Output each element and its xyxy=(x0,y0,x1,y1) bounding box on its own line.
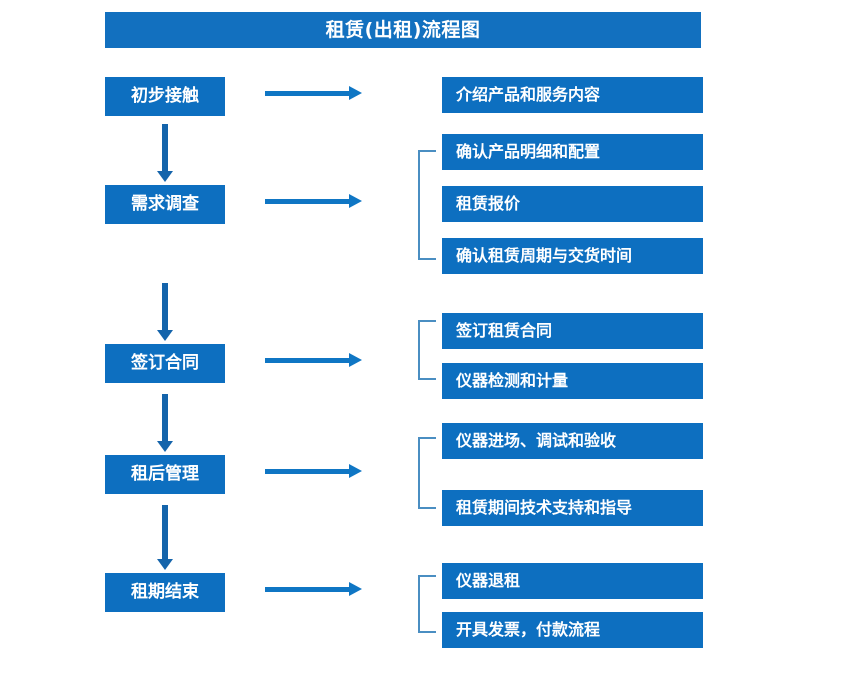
arrow-head-down-icon xyxy=(157,330,173,341)
arrow-shaft xyxy=(162,283,168,330)
detail-label: 租赁报价 xyxy=(456,194,521,213)
bracket-spine xyxy=(418,575,420,633)
connector-arrow-down-4 xyxy=(157,505,173,570)
page-title: 租赁(出租)流程图 xyxy=(325,18,481,41)
arrow-shaft xyxy=(265,91,350,96)
detail-box-instrument-return[interactable]: 仪器退租 xyxy=(442,563,703,599)
arrow-shaft xyxy=(265,358,350,363)
stage-arrow-right-4 xyxy=(265,463,362,479)
bracket-spine xyxy=(418,320,420,380)
detail-box-instrument-entry-commissioning[interactable]: 仪器进场、调试和验收 xyxy=(442,423,703,459)
bracket-tick-bottom xyxy=(418,631,436,633)
stage-arrow-right-1 xyxy=(265,85,362,101)
arrow-shaft xyxy=(162,124,168,171)
arrow-head-right-icon xyxy=(349,194,362,208)
connector-arrow-down-1 xyxy=(157,124,173,182)
stage-box-requirement-survey[interactable]: 需求调查 xyxy=(105,185,225,224)
arrow-head-right-icon xyxy=(349,582,362,596)
detail-label: 租赁期间技术支持和指导 xyxy=(456,498,633,517)
connector-arrow-down-2 xyxy=(157,283,173,341)
detail-box-technical-support[interactable]: 租赁期间技术支持和指导 xyxy=(442,490,703,526)
bracket-tick-top xyxy=(418,150,436,152)
bracket-spine xyxy=(418,150,420,260)
detail-box-instrument-inspection[interactable]: 仪器检测和计量 xyxy=(442,363,703,399)
stage-label: 初步接触 xyxy=(131,86,199,106)
arrow-head-right-icon xyxy=(349,353,362,367)
stage-arrow-right-5 xyxy=(265,581,362,597)
arrow-shaft xyxy=(162,505,168,559)
bracket-spine xyxy=(418,437,420,509)
arrow-head-down-icon xyxy=(157,441,173,452)
detail-box-rental-quotation[interactable]: 租赁报价 xyxy=(442,186,703,222)
detail-label: 仪器检测和计量 xyxy=(456,371,569,390)
detail-box-confirm-product-details[interactable]: 确认产品明细和配置 xyxy=(442,134,703,170)
stage-label: 租期结束 xyxy=(131,582,199,602)
detail-label: 确认产品明细和配置 xyxy=(456,142,601,161)
stage-arrow-right-3 xyxy=(265,352,362,368)
arrow-head-right-icon xyxy=(349,464,362,478)
stage-label: 签订合同 xyxy=(131,353,199,373)
stage-label: 需求调查 xyxy=(131,194,199,214)
detail-label: 开具发票，付款流程 xyxy=(456,620,601,639)
detail-box-sign-rental-contract[interactable]: 签订租赁合同 xyxy=(442,313,703,349)
detail-label: 签订租赁合同 xyxy=(456,321,553,340)
stage-box-initial-contact[interactable]: 初步接触 xyxy=(105,77,225,116)
stage-box-sign-contract[interactable]: 签订合同 xyxy=(105,344,225,383)
group-bracket-sign-contract xyxy=(418,320,440,380)
detail-label: 确认租赁周期与交货时间 xyxy=(456,246,633,265)
detail-box-intro-products-services[interactable]: 介绍产品和服务内容 xyxy=(442,77,703,113)
detail-label: 介绍产品和服务内容 xyxy=(456,85,601,104)
bracket-tick-top xyxy=(418,320,436,322)
bracket-tick-bottom xyxy=(418,507,436,509)
stage-box-post-rental-management[interactable]: 租后管理 xyxy=(105,455,225,494)
arrow-head-down-icon xyxy=(157,559,173,570)
stage-box-rental-end[interactable]: 租期结束 xyxy=(105,573,225,612)
arrow-head-right-icon xyxy=(349,86,362,100)
bracket-tick-bottom xyxy=(418,378,436,380)
chart-title-bar: 租赁(出租)流程图 xyxy=(105,12,701,48)
stage-label: 租后管理 xyxy=(131,464,199,484)
arrow-shaft xyxy=(265,199,350,204)
stage-arrow-right-2 xyxy=(265,193,362,209)
detail-label: 仪器进场、调试和验收 xyxy=(456,431,617,450)
detail-box-invoice-payment[interactable]: 开具发票，付款流程 xyxy=(442,612,703,648)
detail-label: 仪器退租 xyxy=(456,571,521,590)
arrow-head-down-icon xyxy=(157,171,173,182)
bracket-tick-top xyxy=(418,575,436,577)
connector-arrow-down-3 xyxy=(157,394,173,452)
arrow-shaft xyxy=(265,587,350,592)
bracket-tick-bottom xyxy=(418,258,436,260)
arrow-shaft xyxy=(265,469,350,474)
arrow-shaft xyxy=(162,394,168,441)
group-bracket-rental-end xyxy=(418,575,440,633)
bracket-tick-top xyxy=(418,437,436,439)
group-bracket-post-rental-management xyxy=(418,437,440,509)
detail-box-confirm-period-delivery[interactable]: 确认租赁周期与交货时间 xyxy=(442,238,703,274)
group-bracket-requirement-survey xyxy=(418,150,440,260)
